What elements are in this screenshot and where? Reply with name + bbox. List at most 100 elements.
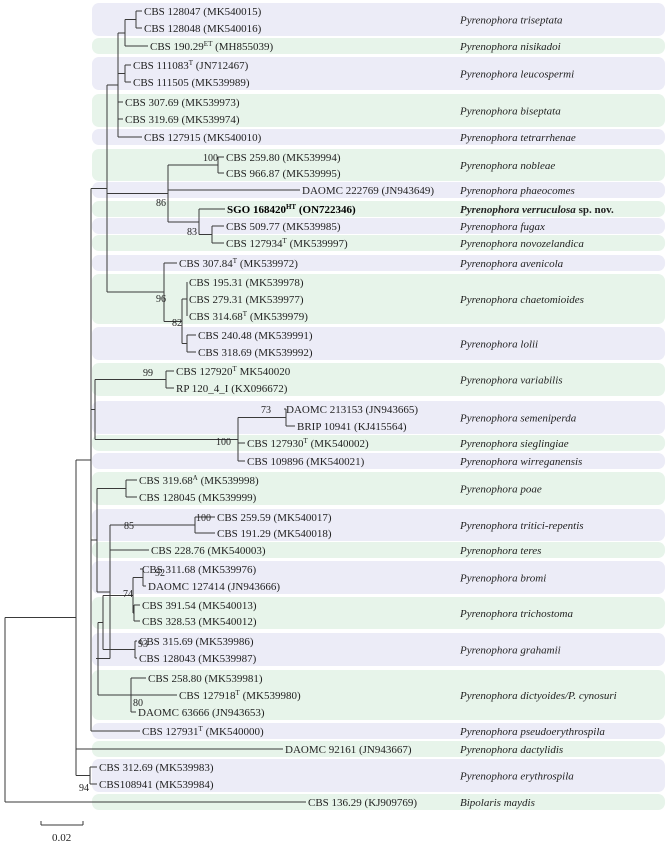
taxon-label: Pyrenophora teres <box>459 545 541 557</box>
clade-band <box>92 472 665 505</box>
clade-band <box>92 633 665 666</box>
tip-label: CBS 319.69 (MK539974) <box>125 114 240 126</box>
taxon-label: Pyrenophora sieglingiae <box>459 438 569 450</box>
taxon-label: Pyrenophora dactylidis <box>459 744 563 756</box>
clade-band <box>92 182 665 198</box>
support-value: 94 <box>79 783 89 794</box>
taxon-label: Pyrenophora wirreganensis <box>459 456 582 468</box>
tip-label: CBS 228.76 (MK540003) <box>151 545 266 557</box>
tip-label: CBS 259.59 (MK540017) <box>217 512 332 524</box>
tree-branches <box>4 10 306 803</box>
tip-label: CBS 509.77 (MK539985) <box>226 221 341 233</box>
taxon-label: Pyrenophora verruculosa sp. nov. <box>460 204 614 216</box>
support-value: 100 <box>203 153 218 164</box>
tip-label: CBS 328.53 (MK540012) <box>142 616 257 628</box>
taxon-label: Pyrenophora grahamii <box>459 645 561 657</box>
clade-band <box>92 274 665 324</box>
taxon-label: Pyrenophora phaeocomes <box>459 185 575 197</box>
taxon-label: Pyrenophora trichostoma <box>459 608 573 620</box>
clade-band <box>92 741 665 757</box>
tip-labels: CBS 128047 (MK540015) CBS 128048 (MK54001… <box>99 6 434 809</box>
support-value: 82 <box>172 318 182 329</box>
taxon-label: Pyrenophora nisikadoi <box>459 41 561 53</box>
clade-band <box>92 670 665 720</box>
taxon-label: Pyrenophora nobleae <box>459 160 555 172</box>
support-value: 93 <box>138 639 148 650</box>
clade-band <box>92 401 665 434</box>
tip-label: CBS 136.29 (KJ909769) <box>308 797 417 809</box>
tip-label: CBS 307.84T (MK539972) <box>179 257 298 270</box>
tip-label: DAOMC 92161 (JN943667) <box>285 744 412 756</box>
tip-label: BRIP 10941 (KJ415564) <box>297 421 407 433</box>
clade-band <box>92 94 665 127</box>
clade-band <box>92 759 665 792</box>
tip-label: CBS 311.68 (MK539976) <box>142 564 257 576</box>
taxon-label: Pyrenophora erythrospila <box>459 771 574 783</box>
scale-bar: 0.02 <box>40 821 84 844</box>
clade-band <box>92 129 665 145</box>
clade-band <box>92 327 665 360</box>
tip-label: CBS 128043 (MK539987) <box>139 653 257 665</box>
tip-label: CBS 128048 (MK540016) <box>144 23 262 35</box>
support-value: 86 <box>156 198 166 209</box>
tip-label: CBS 259.80 (MK539994) <box>226 152 341 164</box>
tip-label: CBS 128047 (MK540015) <box>144 6 262 18</box>
tip-label: CBS 195.31 (MK539978) <box>189 277 304 289</box>
taxon-label: Pyrenophora biseptata <box>459 106 561 118</box>
support-value: 74 <box>123 589 133 600</box>
tip-label: CBS 319.68A (MK539998) <box>139 474 259 487</box>
tip-label: CBS 127918T (MK539980) <box>179 689 301 702</box>
tip-label: CBS 315.69 (MK539986) <box>139 636 254 648</box>
tip-label: CBS 240.48 (MK539991) <box>198 330 313 342</box>
tip-label: CBS 109896 (MK540021) <box>247 456 365 468</box>
tip-label: CBS 279.31 (MK539977) <box>189 294 304 306</box>
clade-band <box>92 453 665 469</box>
taxon-label: Pyrenophora chaetomioides <box>459 294 584 306</box>
tip-label: CBS 127934T (MK539997) <box>226 237 348 250</box>
taxon-label: Pyrenophora tetrarrhenae <box>459 132 576 144</box>
tip-label: CBS 258.80 (MK539981) <box>148 673 263 685</box>
tip-label: CBS 111083T (JN712467) <box>133 59 249 72</box>
taxon-label: Pyrenophora pseudoerythrospila <box>459 726 605 738</box>
tip-label: CBS 314.68T (MK539979) <box>189 310 308 323</box>
taxon-label: Pyrenophora novozelandica <box>459 238 584 250</box>
clade-band <box>92 597 665 629</box>
tip-label: SGO 168420HT (ON722346) <box>227 203 356 216</box>
clade-band <box>92 561 665 594</box>
tip-label: DAOMC 63666 (JN943653) <box>138 707 265 719</box>
clade-band <box>92 38 665 54</box>
taxon-label: Pyrenophora poae <box>459 484 542 496</box>
tip-label: DAOMC 213153 (JN943665) <box>286 404 418 416</box>
tip-label: CBS 127915 (MK540010) <box>144 132 262 144</box>
taxon-label: Pyrenophora variabilis <box>459 375 563 387</box>
tip-label: RP 120_4_I (KX096672) <box>176 383 288 395</box>
taxon-label: Pyrenophora triseptata <box>459 15 563 27</box>
clade-band <box>92 542 665 558</box>
support-value: 83 <box>187 227 197 238</box>
support-value: 100 <box>216 437 231 448</box>
clade-band <box>92 149 665 181</box>
support-value: 80 <box>133 698 143 709</box>
tip-label: CBS 127931T (MK540000) <box>142 725 264 738</box>
taxon-label: Pyrenophora semeniperda <box>459 413 577 425</box>
clade-band <box>92 57 665 90</box>
clade-band <box>92 794 665 810</box>
taxon-label: Bipolaris maydis <box>460 797 535 809</box>
tip-label: CBS108941 (MK539984) <box>99 779 214 791</box>
support-value: 85 <box>124 521 134 532</box>
tip-label: CBS 127930T (MK540002) <box>247 437 369 450</box>
support-value: 92 <box>155 568 165 579</box>
scale-bar-label: 0.02 <box>52 832 71 844</box>
clade-band <box>92 218 665 234</box>
tip-label: CBS 391.54 (MK540013) <box>142 600 257 612</box>
taxon-label: Pyrenophora lolii <box>459 339 538 351</box>
taxon-label: Pyrenophora fugax <box>459 221 545 233</box>
tip-label: CBS 966.87 (MK539995) <box>226 168 341 180</box>
clade-band <box>92 723 665 739</box>
tip-label: CBS 318.69 (MK539992) <box>198 347 313 359</box>
clade-band <box>92 509 665 541</box>
taxon-label: Pyrenophora dictyoides/P. cynosuri <box>459 690 617 702</box>
